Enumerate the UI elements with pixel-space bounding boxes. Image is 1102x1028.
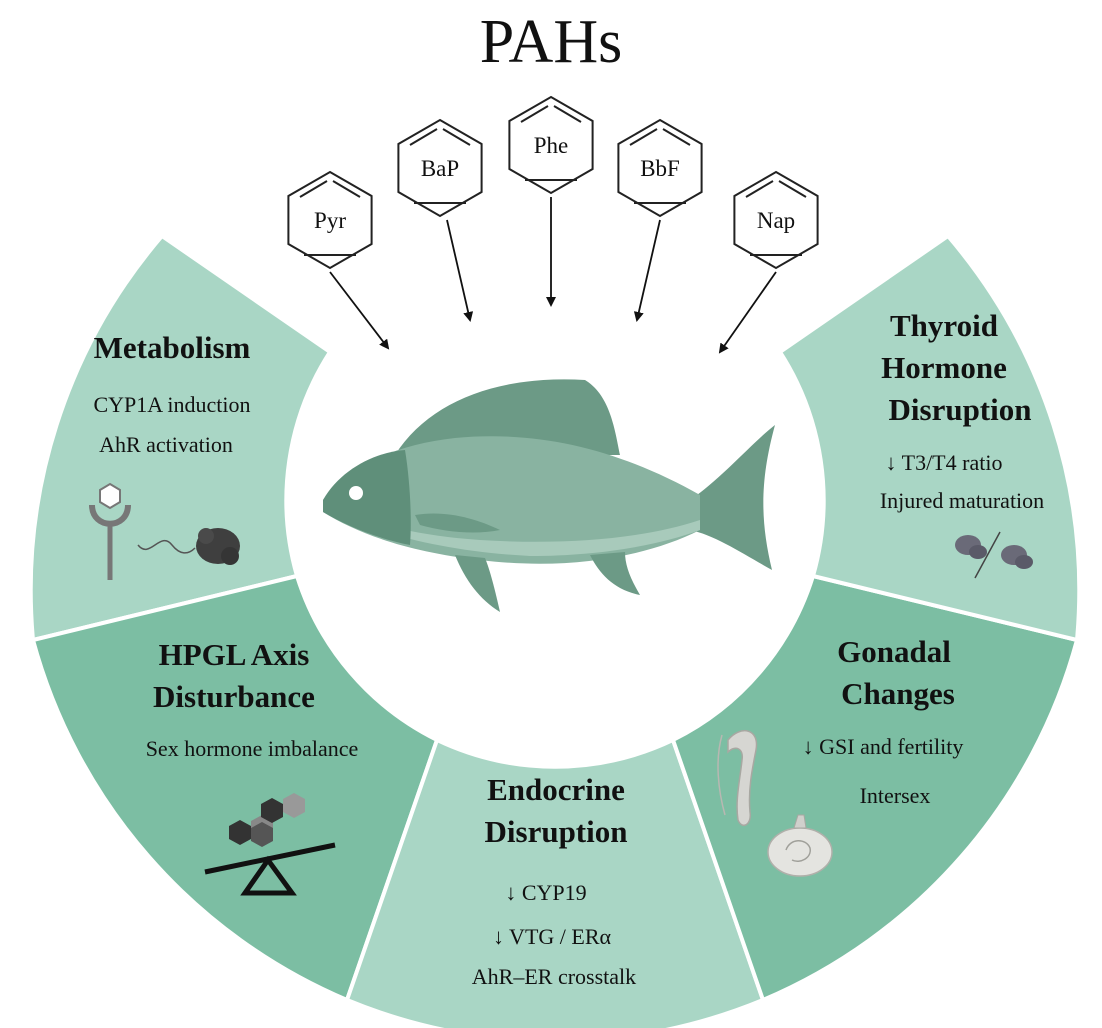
arrow-nap bbox=[718, 271, 777, 354]
endocrine-heading-2: Disruption bbox=[485, 814, 628, 849]
segment-endocrine bbox=[344, 737, 766, 1028]
balance-icon bbox=[204, 793, 336, 896]
metabolism-heading: Metabolism bbox=[94, 330, 251, 365]
thyroid-line-1: ↓ T3/T4 ratio bbox=[886, 450, 1003, 475]
metabolism-line-1: CYP1A induction bbox=[93, 392, 250, 417]
thyroid-heading-3: Disruption bbox=[889, 392, 1032, 427]
effects-ring bbox=[28, 233, 1082, 1028]
thyroid-heading-2: Hormone bbox=[881, 350, 1007, 385]
hpgl-heading-2: Disturbance bbox=[153, 679, 315, 714]
endocrine-line-3: AhR–ER crosstalk bbox=[472, 964, 636, 989]
segment-metabolism bbox=[28, 233, 333, 643]
segment-gonadal bbox=[670, 573, 1080, 1003]
gonad-icon bbox=[717, 730, 833, 877]
thyroid-heading-1: Thyroid bbox=[890, 308, 998, 343]
compound-label: BaP bbox=[421, 156, 459, 181]
metabolism-line-2: AhR activation bbox=[99, 432, 233, 457]
section-metabolism: Metabolism CYP1A induction AhR activatio… bbox=[89, 330, 251, 580]
compound-bbf: BbF bbox=[617, 118, 703, 218]
compound-nap: Nap bbox=[733, 170, 819, 270]
section-hpgl: HPGL Axis Disturbance Sex hormone imbala… bbox=[146, 637, 359, 896]
arrows bbox=[329, 197, 777, 354]
endocrine-heading-1: Endocrine bbox=[487, 772, 625, 807]
hormone-molecule-icon bbox=[955, 531, 1033, 579]
receptor-icon bbox=[89, 482, 240, 580]
segment-thyroid bbox=[777, 233, 1082, 643]
section-thyroid: Thyroid Hormone Disruption ↓ T3/T4 ratio… bbox=[880, 308, 1044, 579]
thyroid-line-2: Injured maturation bbox=[880, 488, 1044, 513]
diagram-title: PAHs bbox=[480, 8, 622, 76]
hpgl-line-1: Sex hormone imbalance bbox=[146, 736, 359, 761]
section-gonadal: Gonadal Changes ↓ GSI and fertility Inte… bbox=[717, 634, 964, 877]
segment-hpgl bbox=[30, 573, 440, 1003]
gonadal-heading-2: Changes bbox=[841, 676, 955, 711]
compound-label: BbF bbox=[640, 156, 680, 181]
arrow-bap bbox=[446, 219, 474, 322]
hpgl-heading-1: HPGL Axis bbox=[159, 637, 310, 672]
gonadal-line-1: ↓ GSI and fertility bbox=[803, 734, 964, 759]
gonadal-heading-1: Gonadal bbox=[837, 634, 951, 669]
fish-illustration bbox=[323, 379, 775, 612]
endocrine-line-2: ↓ VTG / ERα bbox=[493, 924, 612, 949]
compound-label: Nap bbox=[757, 208, 795, 233]
compound-bap: BaP bbox=[397, 118, 483, 218]
compound-label: Phe bbox=[534, 133, 569, 158]
endocrine-line-1: ↓ CYP19 bbox=[505, 880, 586, 905]
section-endocrine: Endocrine Disruption ↓ CYP19 ↓ VTG / ERα… bbox=[472, 772, 636, 989]
compound-pyr: Pyr bbox=[287, 170, 373, 270]
compound-label: Pyr bbox=[314, 208, 346, 233]
compound-phe: Phe bbox=[508, 95, 594, 195]
arrow-pyr bbox=[329, 271, 390, 350]
arrow-bbf bbox=[633, 219, 661, 322]
gonadal-line-2: Intersex bbox=[860, 783, 931, 808]
